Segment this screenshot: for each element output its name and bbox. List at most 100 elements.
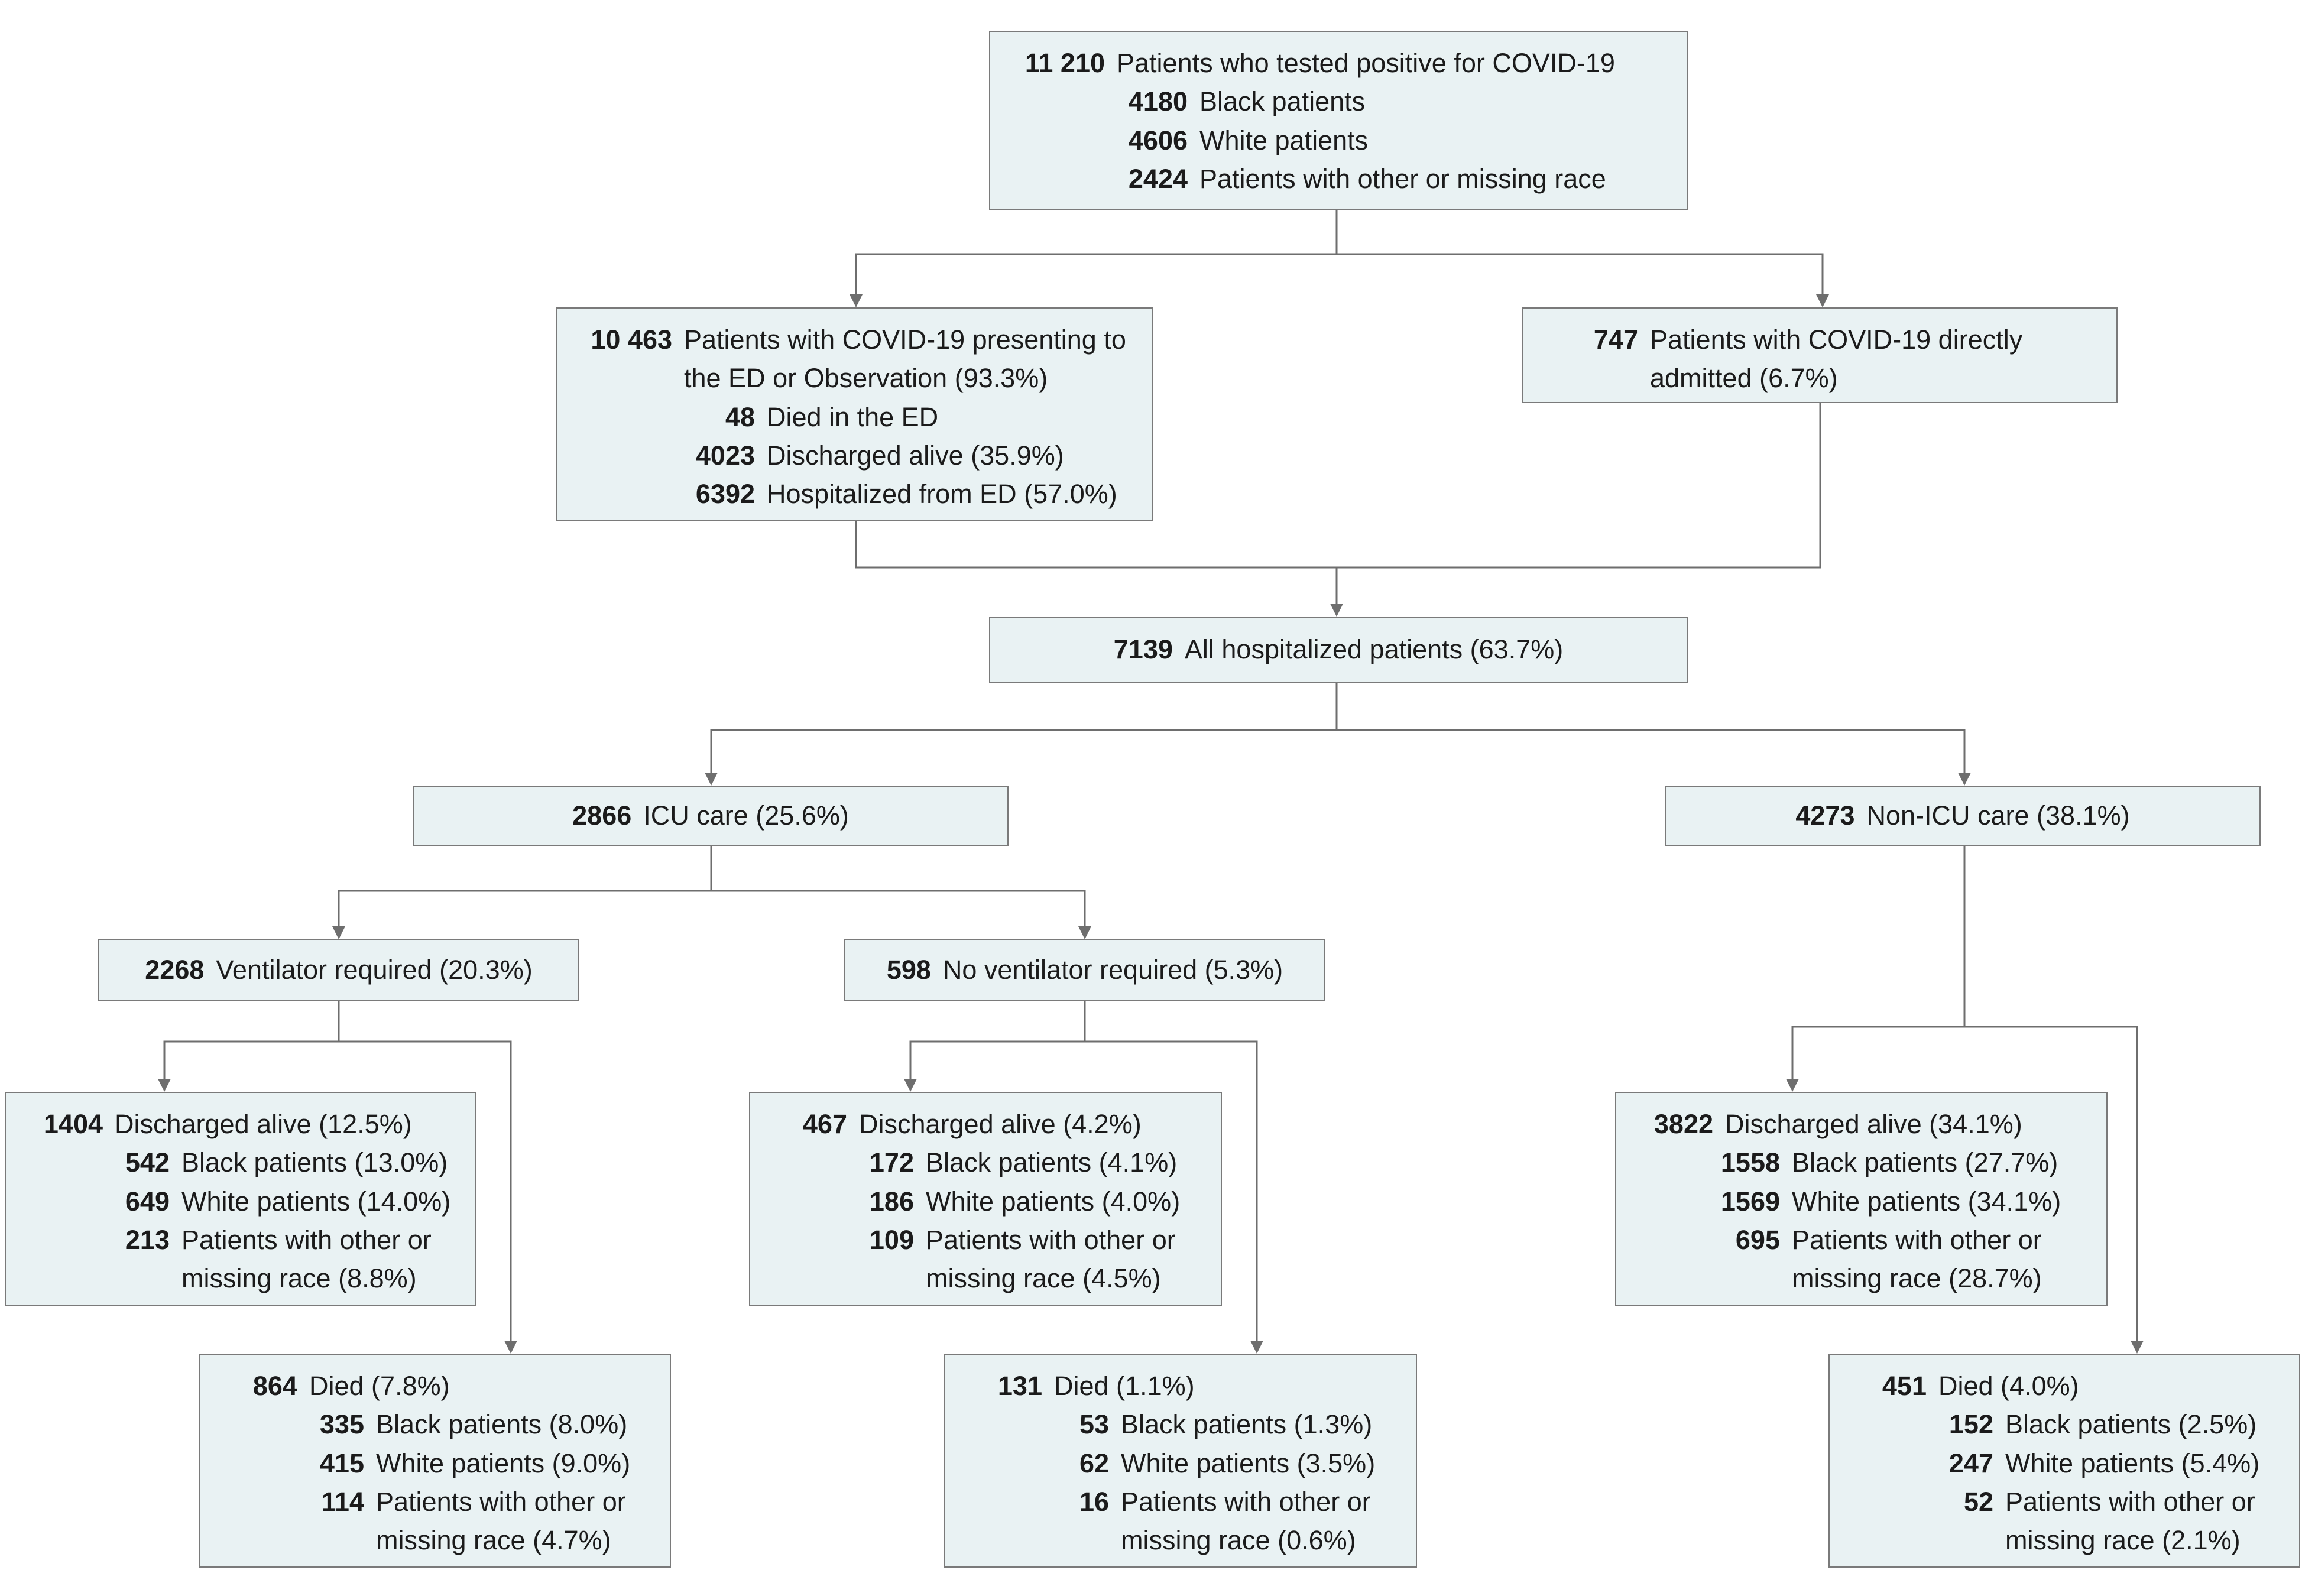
node-subline: 109 Patients with other or missing race (… (764, 1221, 1207, 1298)
count-label: Black patients (8.0%) (376, 1409, 628, 1440)
count-label: Patients with other or missing race (1199, 163, 1606, 194)
count-label: ICU care (25.6%) (643, 800, 849, 831)
connector-total-to-direct (1335, 210, 1829, 307)
count-value: 186 (869, 1186, 914, 1217)
node-heading-line: 131 Died (1.1%) (959, 1367, 1402, 1405)
arrowhead-icon (850, 294, 863, 307)
count-label: White patients (1199, 125, 1369, 155)
count-label: Patients with other or missing race (8.8… (181, 1224, 432, 1293)
node-subline: 4023 Discharged alive (35.9%) (572, 436, 1137, 475)
count-label: Died (4.0%) (1938, 1371, 2079, 1401)
count-value: 467 (802, 1109, 847, 1139)
count-label: All hospitalized patients (63.7%) (1184, 634, 1564, 665)
count-value: 109 (869, 1224, 914, 1255)
connector-novent-to-novent-died (1084, 1001, 1263, 1354)
count-value: 172 (869, 1147, 914, 1178)
count-value: 335 (319, 1409, 364, 1440)
count-value: 747 (1593, 325, 1638, 355)
node-direct: 747 Patients with COVID-19 directly admit… (1522, 307, 2118, 403)
connector-hosp-to-icu (705, 683, 1338, 786)
arrowhead-icon (904, 1079, 917, 1092)
node-subline: 649 White patients (14.0%) (20, 1182, 461, 1221)
count-value: 247 (1948, 1448, 1993, 1478)
count-value: 864 (252, 1371, 297, 1401)
node-subline: 186 White patients (4.0%) (764, 1182, 1207, 1221)
arrowhead-icon (2131, 1341, 2144, 1354)
count-label: Patients with other or missing race (4.5… (926, 1224, 1176, 1293)
count-value: 1569 (1720, 1186, 1780, 1217)
node-subline: 6392 Hospitalized from ED (57.0%) (572, 475, 1137, 513)
node-subline: 1569 White patients (34.1%) (1630, 1182, 2092, 1221)
connector-direct-to-hosp (1330, 403, 1821, 617)
count-label: Black patients (1.3%) (1121, 1409, 1373, 1440)
count-label: Patients with COVID-19 directly admitted… (1650, 325, 2023, 394)
count-label: Discharged alive (35.9%) (767, 440, 1064, 471)
count-label: Hospitalized from ED (57.0%) (767, 479, 1117, 509)
count-label: Died (7.8%) (309, 1371, 450, 1401)
count-value: 649 (125, 1186, 170, 1217)
count-label: White patients (34.1%) (1792, 1186, 2061, 1217)
count-value: 598 (886, 955, 931, 985)
count-label: Died in the ED (767, 401, 939, 432)
count-value: 11 210 (1024, 48, 1105, 78)
count-value: 62 (1079, 1448, 1109, 1478)
count-value: 1404 (43, 1109, 103, 1139)
count-value: 415 (319, 1448, 364, 1478)
count-label: Discharged alive (4.2%) (859, 1109, 1142, 1139)
count-value: 4273 (1795, 800, 1855, 831)
count-value: 213 (125, 1224, 170, 1255)
count-value: 4023 (695, 440, 755, 471)
node-heading-line: 747 Patients with COVID-19 directly admit… (1538, 320, 2102, 398)
connector-nonicu-to-nonicu-died (1963, 846, 2144, 1354)
node-subline: 16 Patients with other or missing race (0… (959, 1483, 1402, 1560)
count-value: 16 (1079, 1486, 1109, 1517)
arrowhead-icon (1330, 604, 1343, 617)
count-value: 10 463 (591, 325, 672, 355)
count-value: 6392 (695, 479, 755, 509)
count-value: 542 (125, 1147, 170, 1178)
count-label: Died (1.1%) (1054, 1371, 1195, 1401)
count-value: 152 (1948, 1409, 1993, 1440)
count-value: 131 (997, 1371, 1042, 1401)
count-label: Patients with other or missing race (28.… (1792, 1224, 2042, 1293)
count-value: 451 (1882, 1371, 1927, 1401)
count-label: Black patients (1199, 86, 1366, 117)
connector-ed-to-hosp (855, 521, 1343, 617)
node-subline: 213 Patients with other or missing race (… (20, 1221, 461, 1298)
connector-icu-to-novent (710, 846, 1091, 939)
count-label: Patients with other or missing race (0.6… (1121, 1486, 1371, 1555)
count-label: Patients with other or missing race (2.1… (2005, 1486, 2255, 1555)
count-label: Discharged alive (34.1%) (1725, 1109, 2022, 1139)
count-label: White patients (3.5%) (1121, 1448, 1376, 1478)
connector-icu-to-vent (332, 846, 712, 939)
node-heading-line: 451 Died (4.0%) (1844, 1367, 2285, 1405)
count-label: White patients (4.0%) (926, 1186, 1181, 1217)
node-subline: 335 Black patients (8.0%) (215, 1405, 656, 1443)
count-label: White patients (14.0%) (181, 1186, 451, 1217)
count-label: Black patients (27.7%) (1792, 1147, 2058, 1178)
connector-novent-to-novent-alive (904, 1001, 1086, 1092)
